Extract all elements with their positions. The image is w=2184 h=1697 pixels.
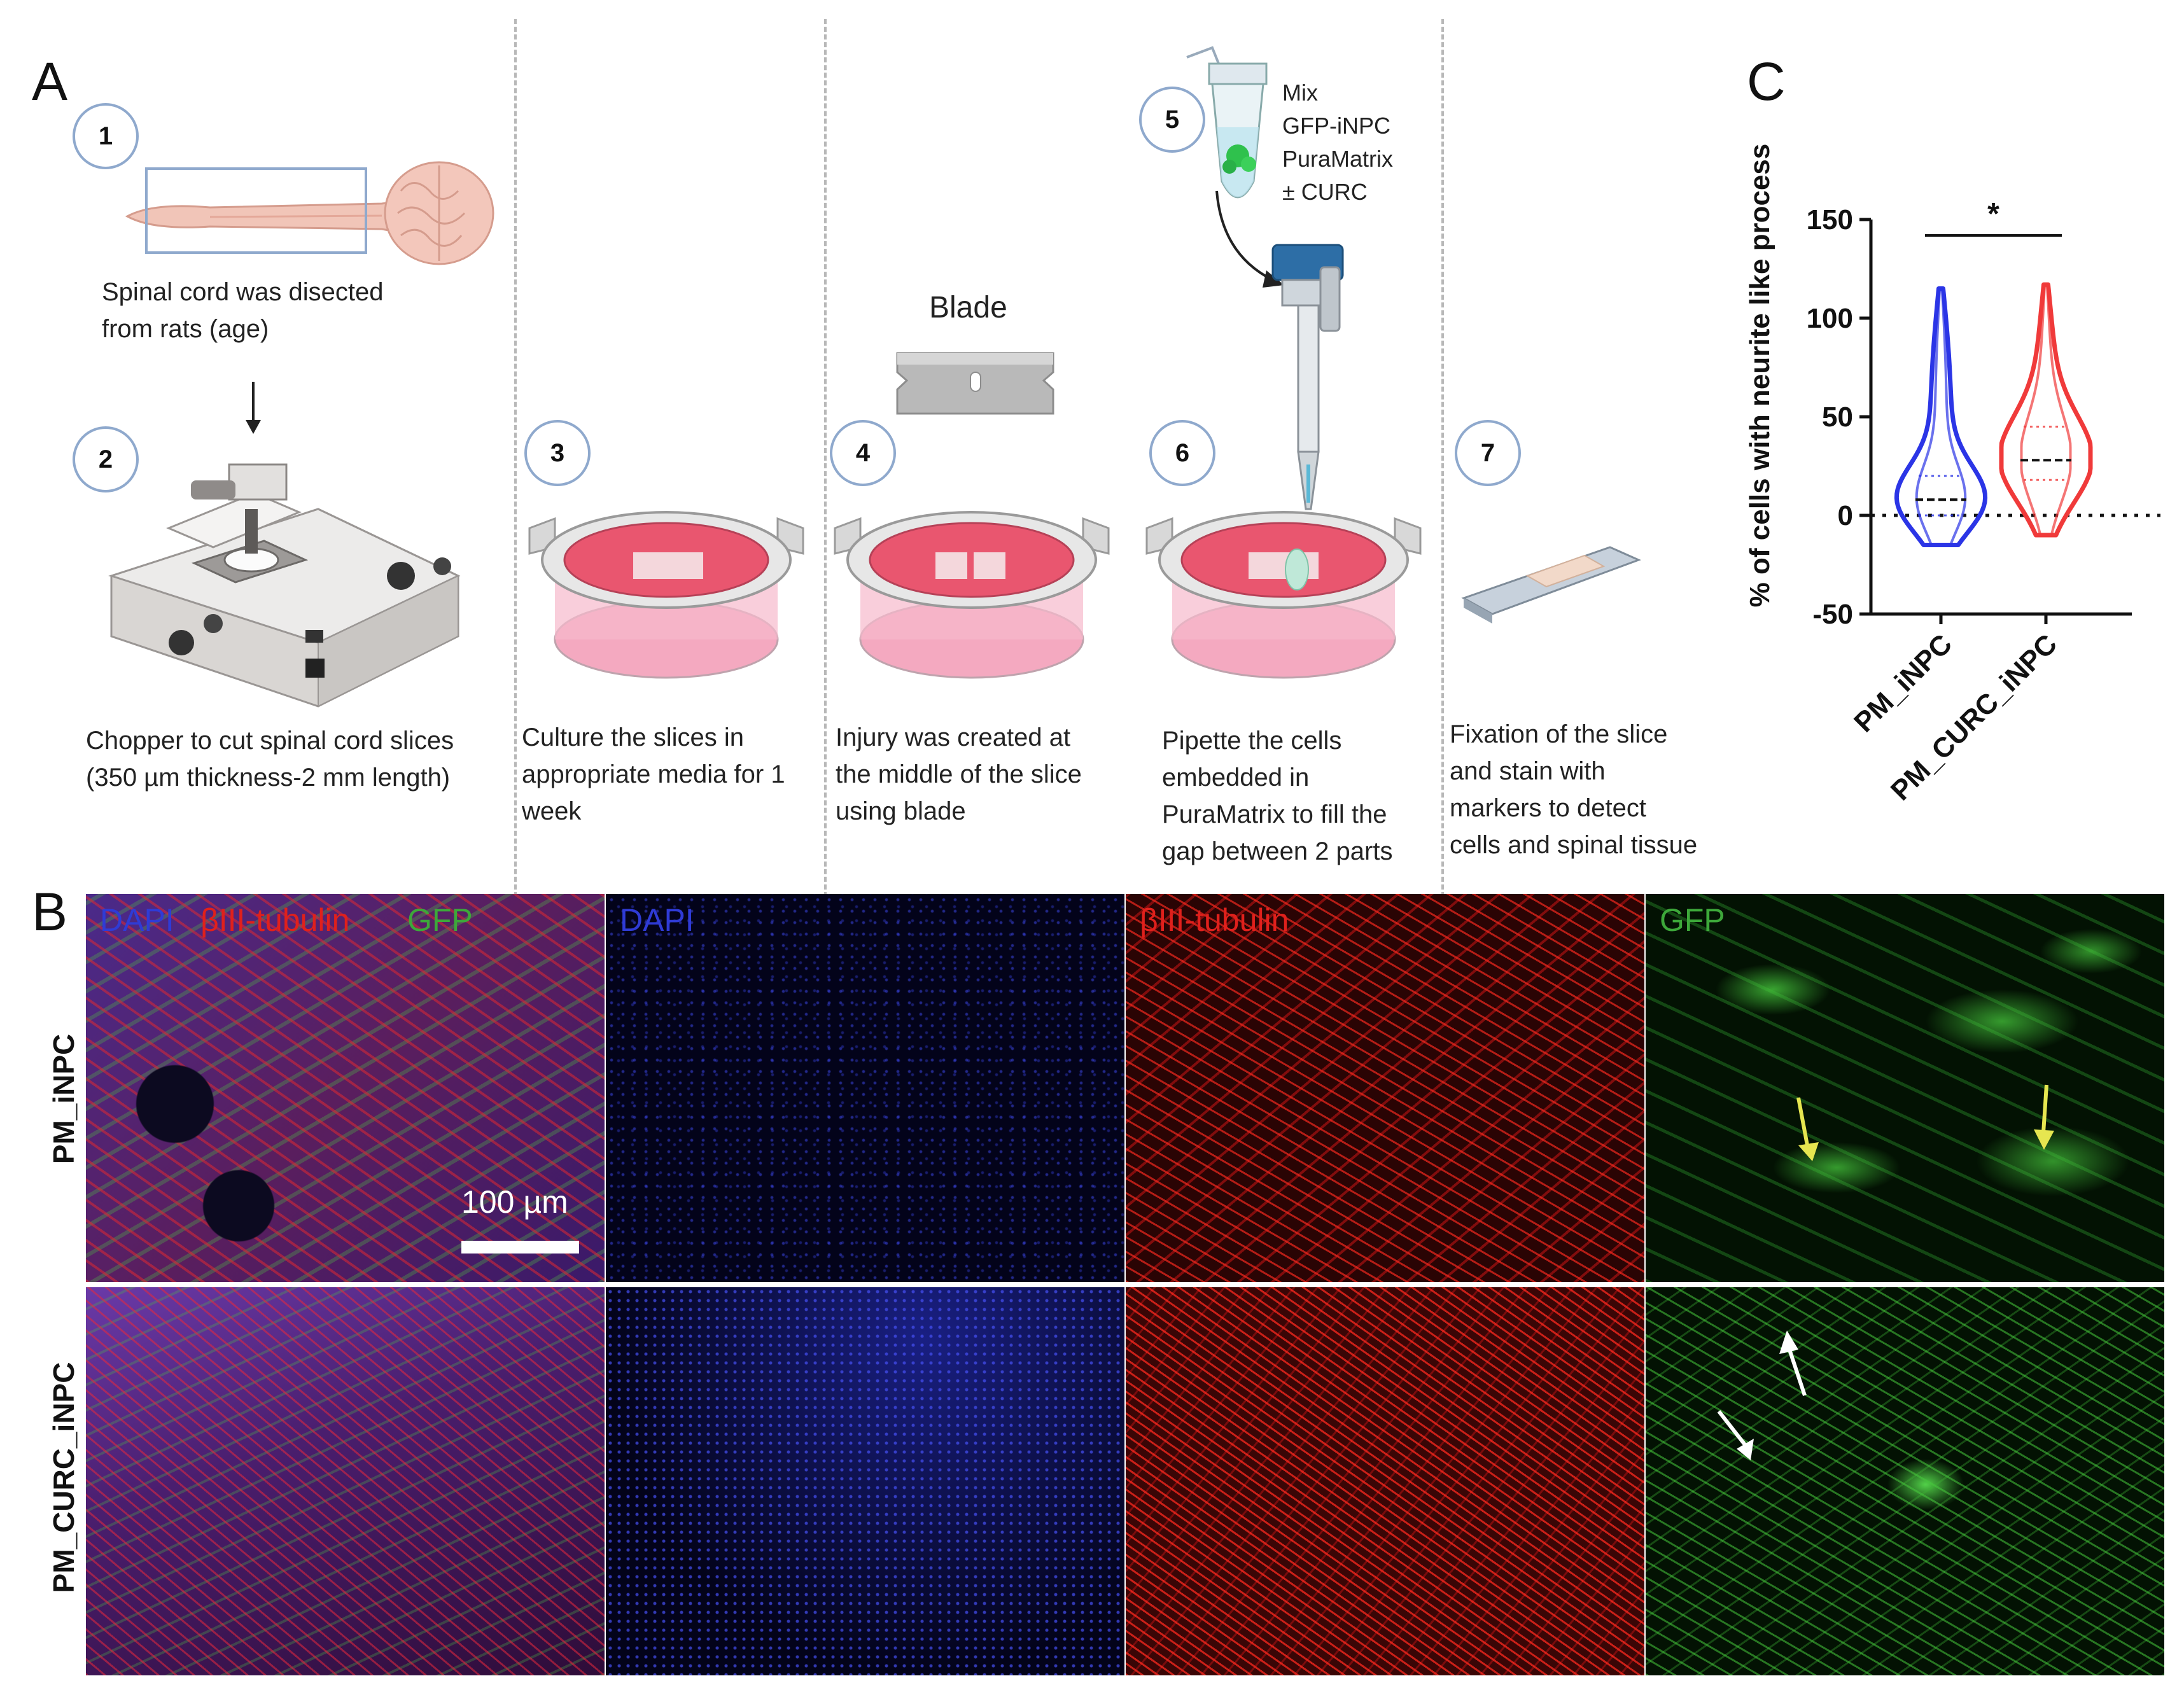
violin-PM_iNPC bbox=[1894, 286, 1988, 547]
micro-gfp-row2 bbox=[1646, 1287, 2164, 1675]
pipette-illustration bbox=[1271, 244, 1344, 510]
step-3-badge: 3 bbox=[524, 420, 591, 486]
violin-inner-right-PM_iNPC bbox=[1940, 288, 1967, 546]
scale-bar-label: 100 µm bbox=[461, 1184, 568, 1220]
microscope-slide-illustration bbox=[1461, 546, 1641, 624]
violin-inner-right-PM_CURC_iNPC bbox=[2045, 284, 2072, 536]
merge-label-tubulin: βIII-tubulin bbox=[200, 902, 350, 938]
step-1-badge: 1 bbox=[73, 103, 139, 169]
panel-label-a: A bbox=[32, 52, 68, 111]
significance-star: * bbox=[1987, 197, 1999, 231]
razor-blade-illustration bbox=[896, 352, 1054, 415]
scale-bar bbox=[461, 1241, 579, 1254]
y-tick-label--50: -50 bbox=[1812, 599, 1853, 630]
y-tick-label-50: 50 bbox=[1822, 402, 1853, 433]
row-label-pm-inpc: PM_iNPC bbox=[47, 1033, 80, 1164]
violin-PM_CURC_iNPC bbox=[1999, 282, 2093, 538]
y-tick-label-100: 100 bbox=[1807, 303, 1853, 334]
step-5-caption: Mix GFP-iNPC PuraMatrix ± CURC bbox=[1282, 80, 1394, 205]
arrow-step1-to-step2 bbox=[246, 382, 261, 434]
step-6-badge: 6 bbox=[1149, 420, 1215, 486]
violin-inner-left-PM_CURC_iNPC bbox=[2020, 284, 2047, 536]
blade-label: Blade bbox=[929, 291, 1007, 325]
significance-bracket: * bbox=[1925, 197, 2062, 237]
step-6-caption: Pipette the cells embedded in PuraMatrix… bbox=[1162, 727, 1393, 865]
micro-tubulin-row1: βIII-tubulin bbox=[1126, 894, 1644, 1282]
eppendorf-tube-illustration bbox=[1186, 46, 1268, 199]
merge-label-dapi: DAPI bbox=[100, 902, 174, 938]
separator-1 bbox=[514, 19, 517, 897]
gfp-label-row1: GFP bbox=[1660, 902, 1725, 938]
arrow-tube-to-pipette bbox=[1215, 190, 1284, 288]
micro-dapi-row2 bbox=[606, 1287, 1124, 1675]
step-4-caption: Injury was created at the middle of the … bbox=[836, 723, 1082, 825]
chart-axes: -50 0 50 100 150 bbox=[1807, 204, 2160, 630]
chart-violins bbox=[1894, 282, 2093, 547]
white-arrows bbox=[1717, 1330, 1807, 1460]
culture-dish-step4 bbox=[834, 511, 1110, 679]
panel-label-c: C bbox=[1747, 52, 1786, 111]
micro-tubulin-row2 bbox=[1126, 1287, 1644, 1675]
micro-merge-row2 bbox=[86, 1287, 605, 1675]
step-2-caption: Chopper to cut spinal cord slices (350 µ… bbox=[86, 727, 454, 792]
step-5-badge: 5 bbox=[1139, 87, 1205, 153]
separator-3 bbox=[1441, 19, 1444, 897]
step-7-badge: 7 bbox=[1455, 420, 1521, 486]
yellow-arrows bbox=[1796, 1084, 2054, 1161]
panel-label-b: B bbox=[32, 882, 68, 942]
x-tick-label-PM_iNPC: PM_iNPC bbox=[1848, 628, 1958, 738]
chopper-machine-illustration bbox=[108, 463, 461, 708]
workflow-illustrations bbox=[108, 46, 1641, 708]
row-label-pm-curc-inpc: PM_CURC_iNPC bbox=[47, 1362, 80, 1593]
micro-dapi-row1: DAPI bbox=[606, 894, 1124, 1282]
y-tick-label-0: 0 bbox=[1838, 500, 1853, 531]
micro-gfp-row1: GFP bbox=[1646, 894, 2164, 1282]
violin-inner-left-PM_iNPC bbox=[1915, 288, 1942, 546]
culture-dish-step6 bbox=[1145, 511, 1422, 679]
separator-2 bbox=[824, 19, 827, 897]
spinal-cord-illustration bbox=[125, 161, 494, 265]
step-3-caption: Culture the slices in appropriate media … bbox=[522, 723, 785, 825]
y-axis-label: % of cells with neurite like process bbox=[1744, 144, 1775, 608]
step-2-badge: 2 bbox=[73, 426, 139, 492]
dapi-label-row1: DAPI bbox=[620, 902, 694, 938]
merge-label-gfp: GFP bbox=[407, 902, 473, 938]
y-tick-label-150: 150 bbox=[1807, 204, 1853, 235]
step-7-caption: Fixation of the slice and stain with mar… bbox=[1450, 720, 1698, 859]
step-4-badge: 4 bbox=[830, 420, 896, 486]
violin-chart: % of cells with neurite like process -50… bbox=[1744, 144, 2160, 807]
step-1-caption: Spinal cord was disected from rats (age) bbox=[102, 278, 384, 343]
micro-merge-row1: DAPI βIII-tubulin GFP 100 µm bbox=[86, 894, 605, 1282]
tubulin-label-row1: βIII-tubulin bbox=[1140, 902, 1289, 938]
culture-dish-step3 bbox=[528, 511, 804, 679]
